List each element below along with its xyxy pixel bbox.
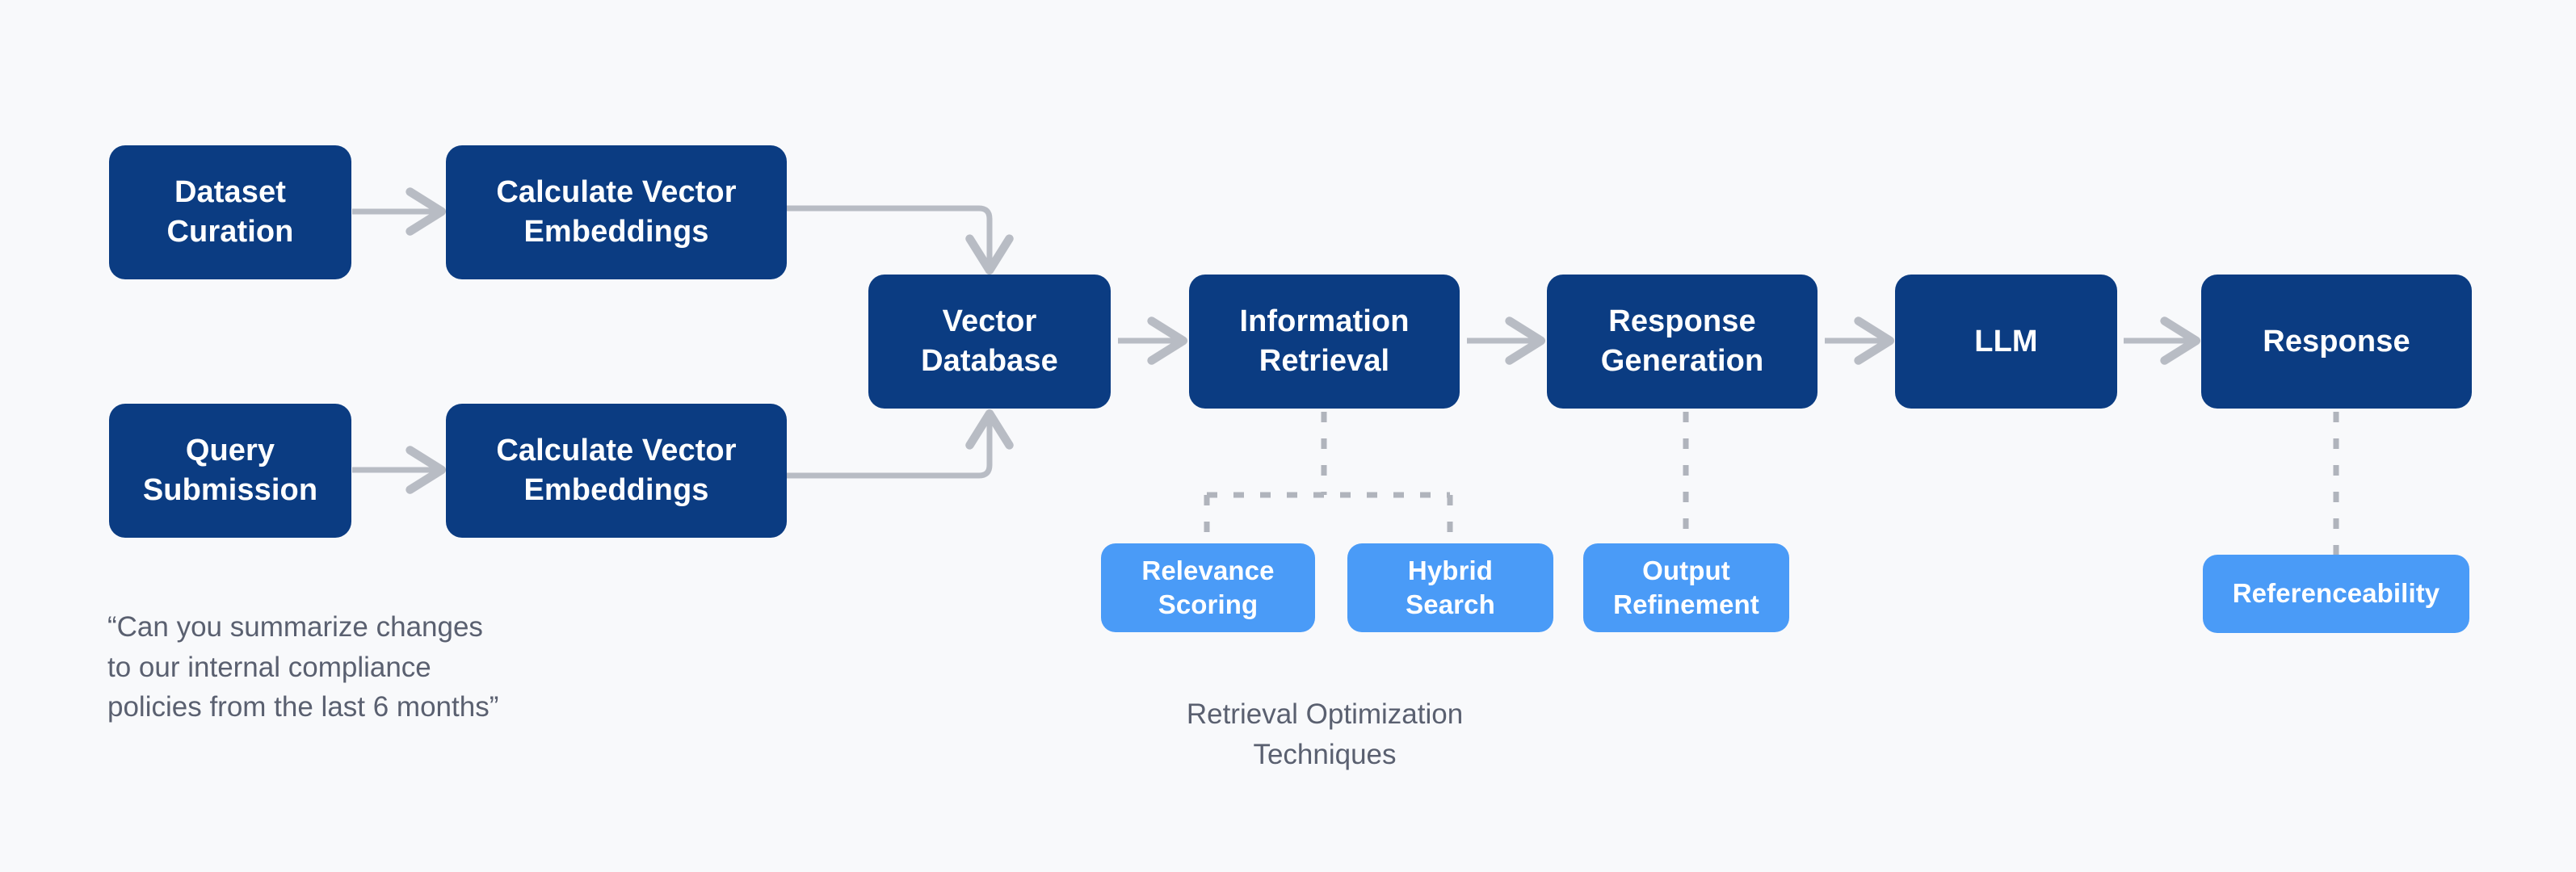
edge-embeddings-bottom-to-vectordb <box>787 409 1014 479</box>
node-llm[interactable]: LLM <box>1895 275 2117 409</box>
node-hybrid-search[interactable]: Hybrid Search <box>1347 543 1553 632</box>
node-calculate-vector-embeddings-bottom[interactable]: Calculate Vector Embeddings <box>446 404 787 538</box>
caption-retrieval-optimization-techniques: Retrieval Optimization Techniques <box>1186 698 1464 770</box>
node-vector-database[interactable]: Vector Database <box>868 275 1111 409</box>
edge-embeddings-top-to-vectordb <box>787 205 1014 275</box>
node-referenceability[interactable]: Referenceability <box>2203 555 2469 633</box>
node-response-generation[interactable]: Response Generation <box>1547 275 1817 409</box>
node-calculate-vector-embeddings-top[interactable]: Calculate Vector Embeddings <box>446 145 787 279</box>
node-output-refinement[interactable]: Output Refinement <box>1583 543 1789 632</box>
caption-user-query: “Can you summarize changes to our intern… <box>107 611 499 723</box>
edge-retrieval-to-optimizations-dashed <box>1204 412 1453 543</box>
node-response[interactable]: Response <box>2201 275 2472 409</box>
node-information-retrieval[interactable]: Information Retrieval <box>1189 275 1460 409</box>
node-query-submission[interactable]: Query Submission <box>109 404 351 538</box>
node-dataset-curation[interactable]: Dataset Curation <box>109 145 351 279</box>
node-relevance-scoring[interactable]: Relevance Scoring <box>1101 543 1315 632</box>
